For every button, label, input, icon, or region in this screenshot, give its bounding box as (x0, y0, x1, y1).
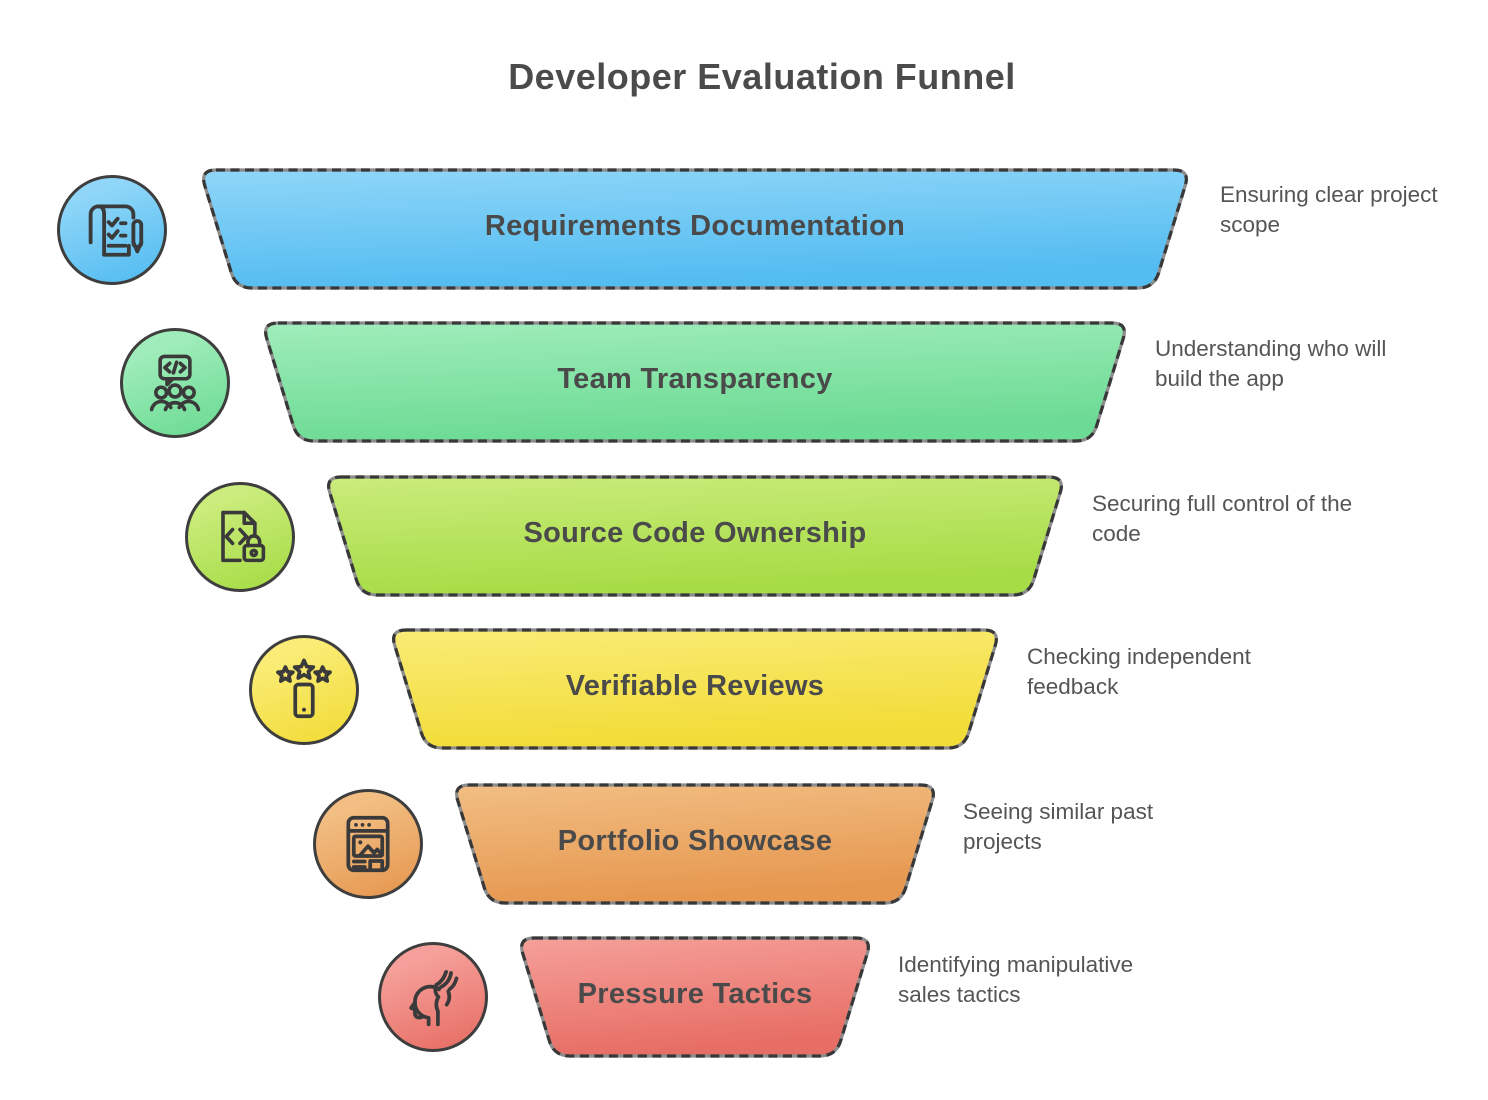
stage-description: Seeing similar past projects (963, 799, 1154, 854)
code-doc-lock-icon-glyph (221, 510, 266, 563)
team-code-icon (120, 328, 230, 438)
team-code-icon-glyph (149, 354, 201, 412)
stars-phone-icon (249, 635, 359, 745)
page-title: Developer Evaluation Funnel (508, 56, 1016, 97)
funnel-segment-4: Verifiable Reviews (386, 626, 1004, 752)
stage-description: Checking independent feedback (1027, 644, 1251, 699)
funnel-segment-6: Pressure Tactics (514, 934, 876, 1060)
funnel-segment-5: Portfolio Showcase (449, 781, 941, 907)
funnel-segment-3: Source Code Ownership (321, 473, 1069, 599)
browser-image-icon (313, 789, 423, 899)
head-hand-icon (378, 942, 488, 1052)
stage-description: Identifying manipulative sales tactics (898, 952, 1134, 1007)
code-doc-lock-icon (185, 482, 295, 592)
funnel-segment-1: Requirements Documentation (196, 166, 1194, 292)
stage-description: Securing full control of the code (1092, 491, 1353, 546)
document-pen-icon-glyph (88, 204, 144, 257)
stars-phone-icon-glyph (276, 658, 332, 719)
funnel-segment-2: Team Transparency (258, 319, 1132, 445)
document-pen-icon (57, 175, 167, 285)
stage-description: Understanding who will build the app (1155, 336, 1387, 391)
stage-description: Ensuring clear project scope (1220, 182, 1438, 237)
browser-image-icon-glyph (346, 815, 390, 873)
head-hand-icon-glyph (409, 969, 459, 1027)
